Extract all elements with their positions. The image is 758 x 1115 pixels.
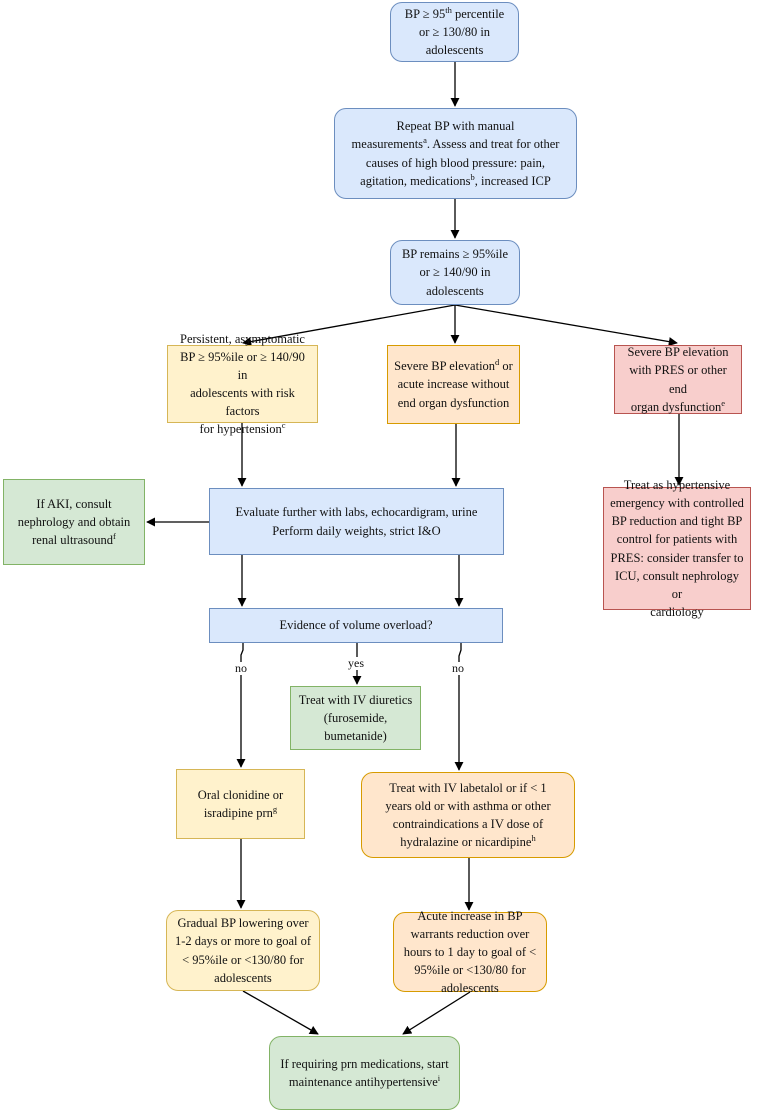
edge-remains-persistent: [242, 304, 456, 347]
node-iv-diuretics: Treat with IV diuretics(furosemide,bumet…: [290, 686, 421, 750]
edge-acute-maintenance: [402, 991, 471, 1035]
edge-label-yes: yes: [347, 656, 365, 670]
edge-label-no-left: no: [234, 661, 248, 675]
edge-volume-clonidine: [236, 643, 246, 768]
edge-label-no-right: no: [451, 661, 465, 675]
edge-gradual-maintenance: [242, 990, 319, 1035]
edge-volume-labetalol: [454, 643, 464, 771]
edge-remains-pres: [454, 304, 678, 347]
node-volume-overload: Evidence of volume overload?: [209, 608, 503, 643]
node-evaluate-further: Evaluate further with labs, echocardigra…: [209, 488, 504, 555]
